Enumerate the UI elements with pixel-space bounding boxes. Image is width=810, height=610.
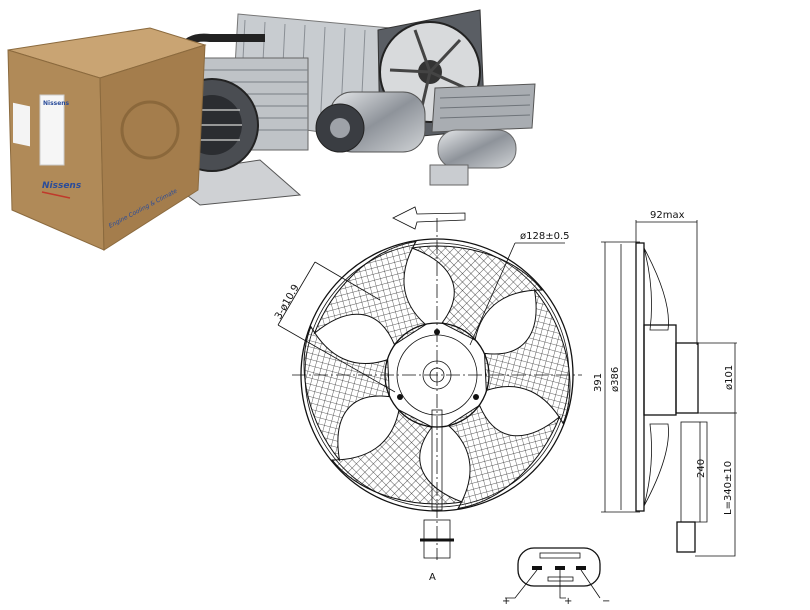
q-quality-emblem — [120, 100, 180, 160]
pin-2-label: + — [564, 596, 572, 607]
label-brand: Nissens — [43, 100, 70, 107]
fan-side-view: 92max 391 ø386 ø101 240 L=340±10 — [593, 210, 737, 557]
connector-pinout: + + − — [502, 547, 610, 607]
motor-diameter-label: ø101 — [724, 365, 735, 390]
depth-label: 92max — [650, 210, 685, 221]
cable — [431, 409, 443, 511]
product-label — [39, 94, 65, 166]
barcode-label — [13, 102, 30, 147]
view-label: A — [429, 572, 436, 583]
rotation-arrow-icon — [392, 206, 466, 230]
pin-1-label: + — [502, 596, 510, 607]
hub-diameter-label: ø128±0.5 — [520, 231, 570, 242]
product-photo: Nissens Nissens Engine Cooling & Climate — [7, 9, 536, 251]
mount-holes-label: 3-ø10.9 — [273, 283, 302, 322]
receiver-drier-photo — [429, 129, 517, 186]
box-brand-logo: Nissens — [42, 181, 82, 191]
fan-diameter-label: ø386 — [610, 367, 621, 392]
pin-3-label: − — [602, 596, 610, 607]
fan-blades — [272, 219, 602, 531]
heater-core-photo — [431, 83, 536, 133]
nissens-box-photo: Nissens Nissens Engine Cooling & Climate — [7, 27, 207, 251]
ac-compressor-photo — [315, 91, 426, 153]
overall-height-label: 391 — [593, 373, 604, 392]
fan-front-view: A ø128±0.5 3-ø10.9 — [272, 206, 602, 583]
hub — [384, 322, 490, 428]
cable-inner-length-label: 240 — [696, 459, 707, 478]
motor-housing — [643, 324, 677, 416]
cable-length-label: L=340±10 — [723, 461, 734, 515]
